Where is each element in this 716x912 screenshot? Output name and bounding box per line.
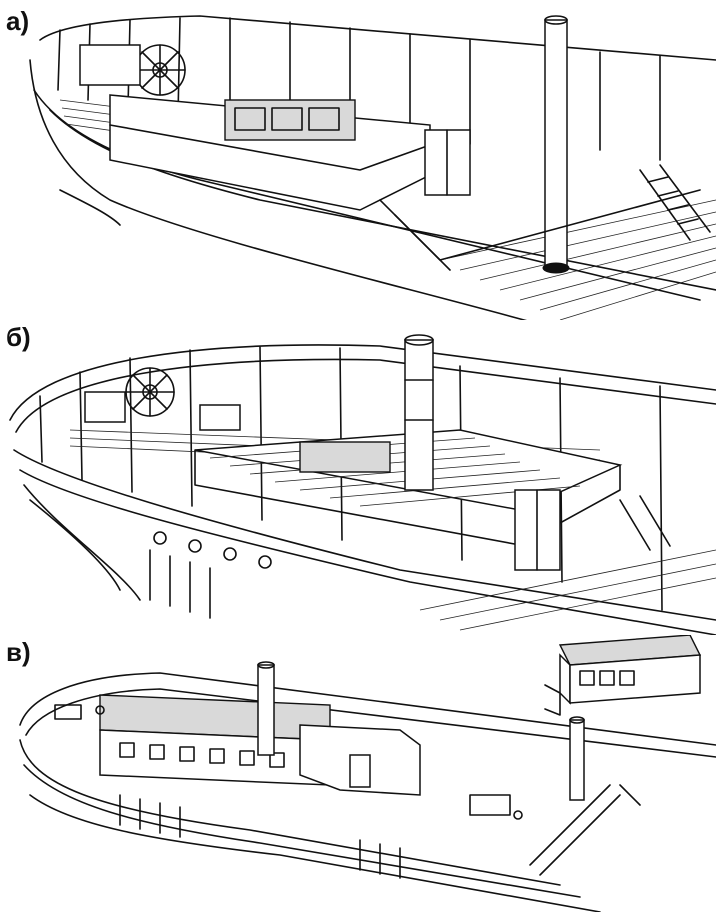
hull-fittings: [119, 794, 401, 879]
ladder: [619, 495, 671, 551]
deck-fittings: [54, 704, 523, 820]
deckhouse-windows: [119, 742, 285, 768]
sheer-line: [33, 89, 701, 301]
sheer-line: [13, 449, 716, 621]
skylight: [299, 441, 391, 473]
bulwark: [379, 189, 701, 261]
panel-c-label: в): [6, 637, 31, 667]
wheel-box: [84, 391, 126, 423]
panel-b-label: б): [6, 322, 31, 352]
bow-rail-top: [9, 344, 716, 421]
wale-line: [19, 469, 716, 635]
ladder: [639, 164, 711, 241]
wale-line: [23, 764, 581, 898]
ladder: [529, 784, 641, 876]
panel-a-label: а): [6, 6, 30, 36]
aft-door: [349, 754, 371, 788]
stem-line: [23, 484, 141, 601]
skylight-panes: [234, 107, 340, 131]
wheel-spokes: [134, 44, 186, 96]
inset-windows: [579, 670, 635, 686]
rail-top: [19, 672, 716, 746]
hull-side: [29, 59, 528, 320]
mast: [544, 19, 568, 271]
funnel-aft: [569, 719, 585, 801]
hatch: [199, 404, 241, 431]
skylight: [224, 99, 356, 141]
panel-c-drawing: [19, 635, 716, 912]
hull-fittings: [149, 531, 272, 619]
rail-inner: [25, 688, 716, 758]
wheel-spokes: [125, 367, 175, 417]
funnel-fwd: [257, 664, 275, 756]
panel-a-drawing: [29, 15, 716, 320]
inset-front: [569, 654, 701, 704]
panel-b-drawing: [9, 334, 716, 635]
bow-rail-inner: [15, 358, 716, 433]
funnel: [404, 339, 434, 491]
panel-a: а): [0, 0, 716, 320]
rail-top: [39, 15, 716, 61]
panel-c: в): [0, 635, 716, 912]
sheer-line: [19, 739, 561, 886]
wheel-box: [79, 44, 141, 86]
deckhouse-edge: [109, 124, 431, 171]
stem-line: [59, 189, 121, 226]
panel-b: б): [0, 320, 716, 635]
